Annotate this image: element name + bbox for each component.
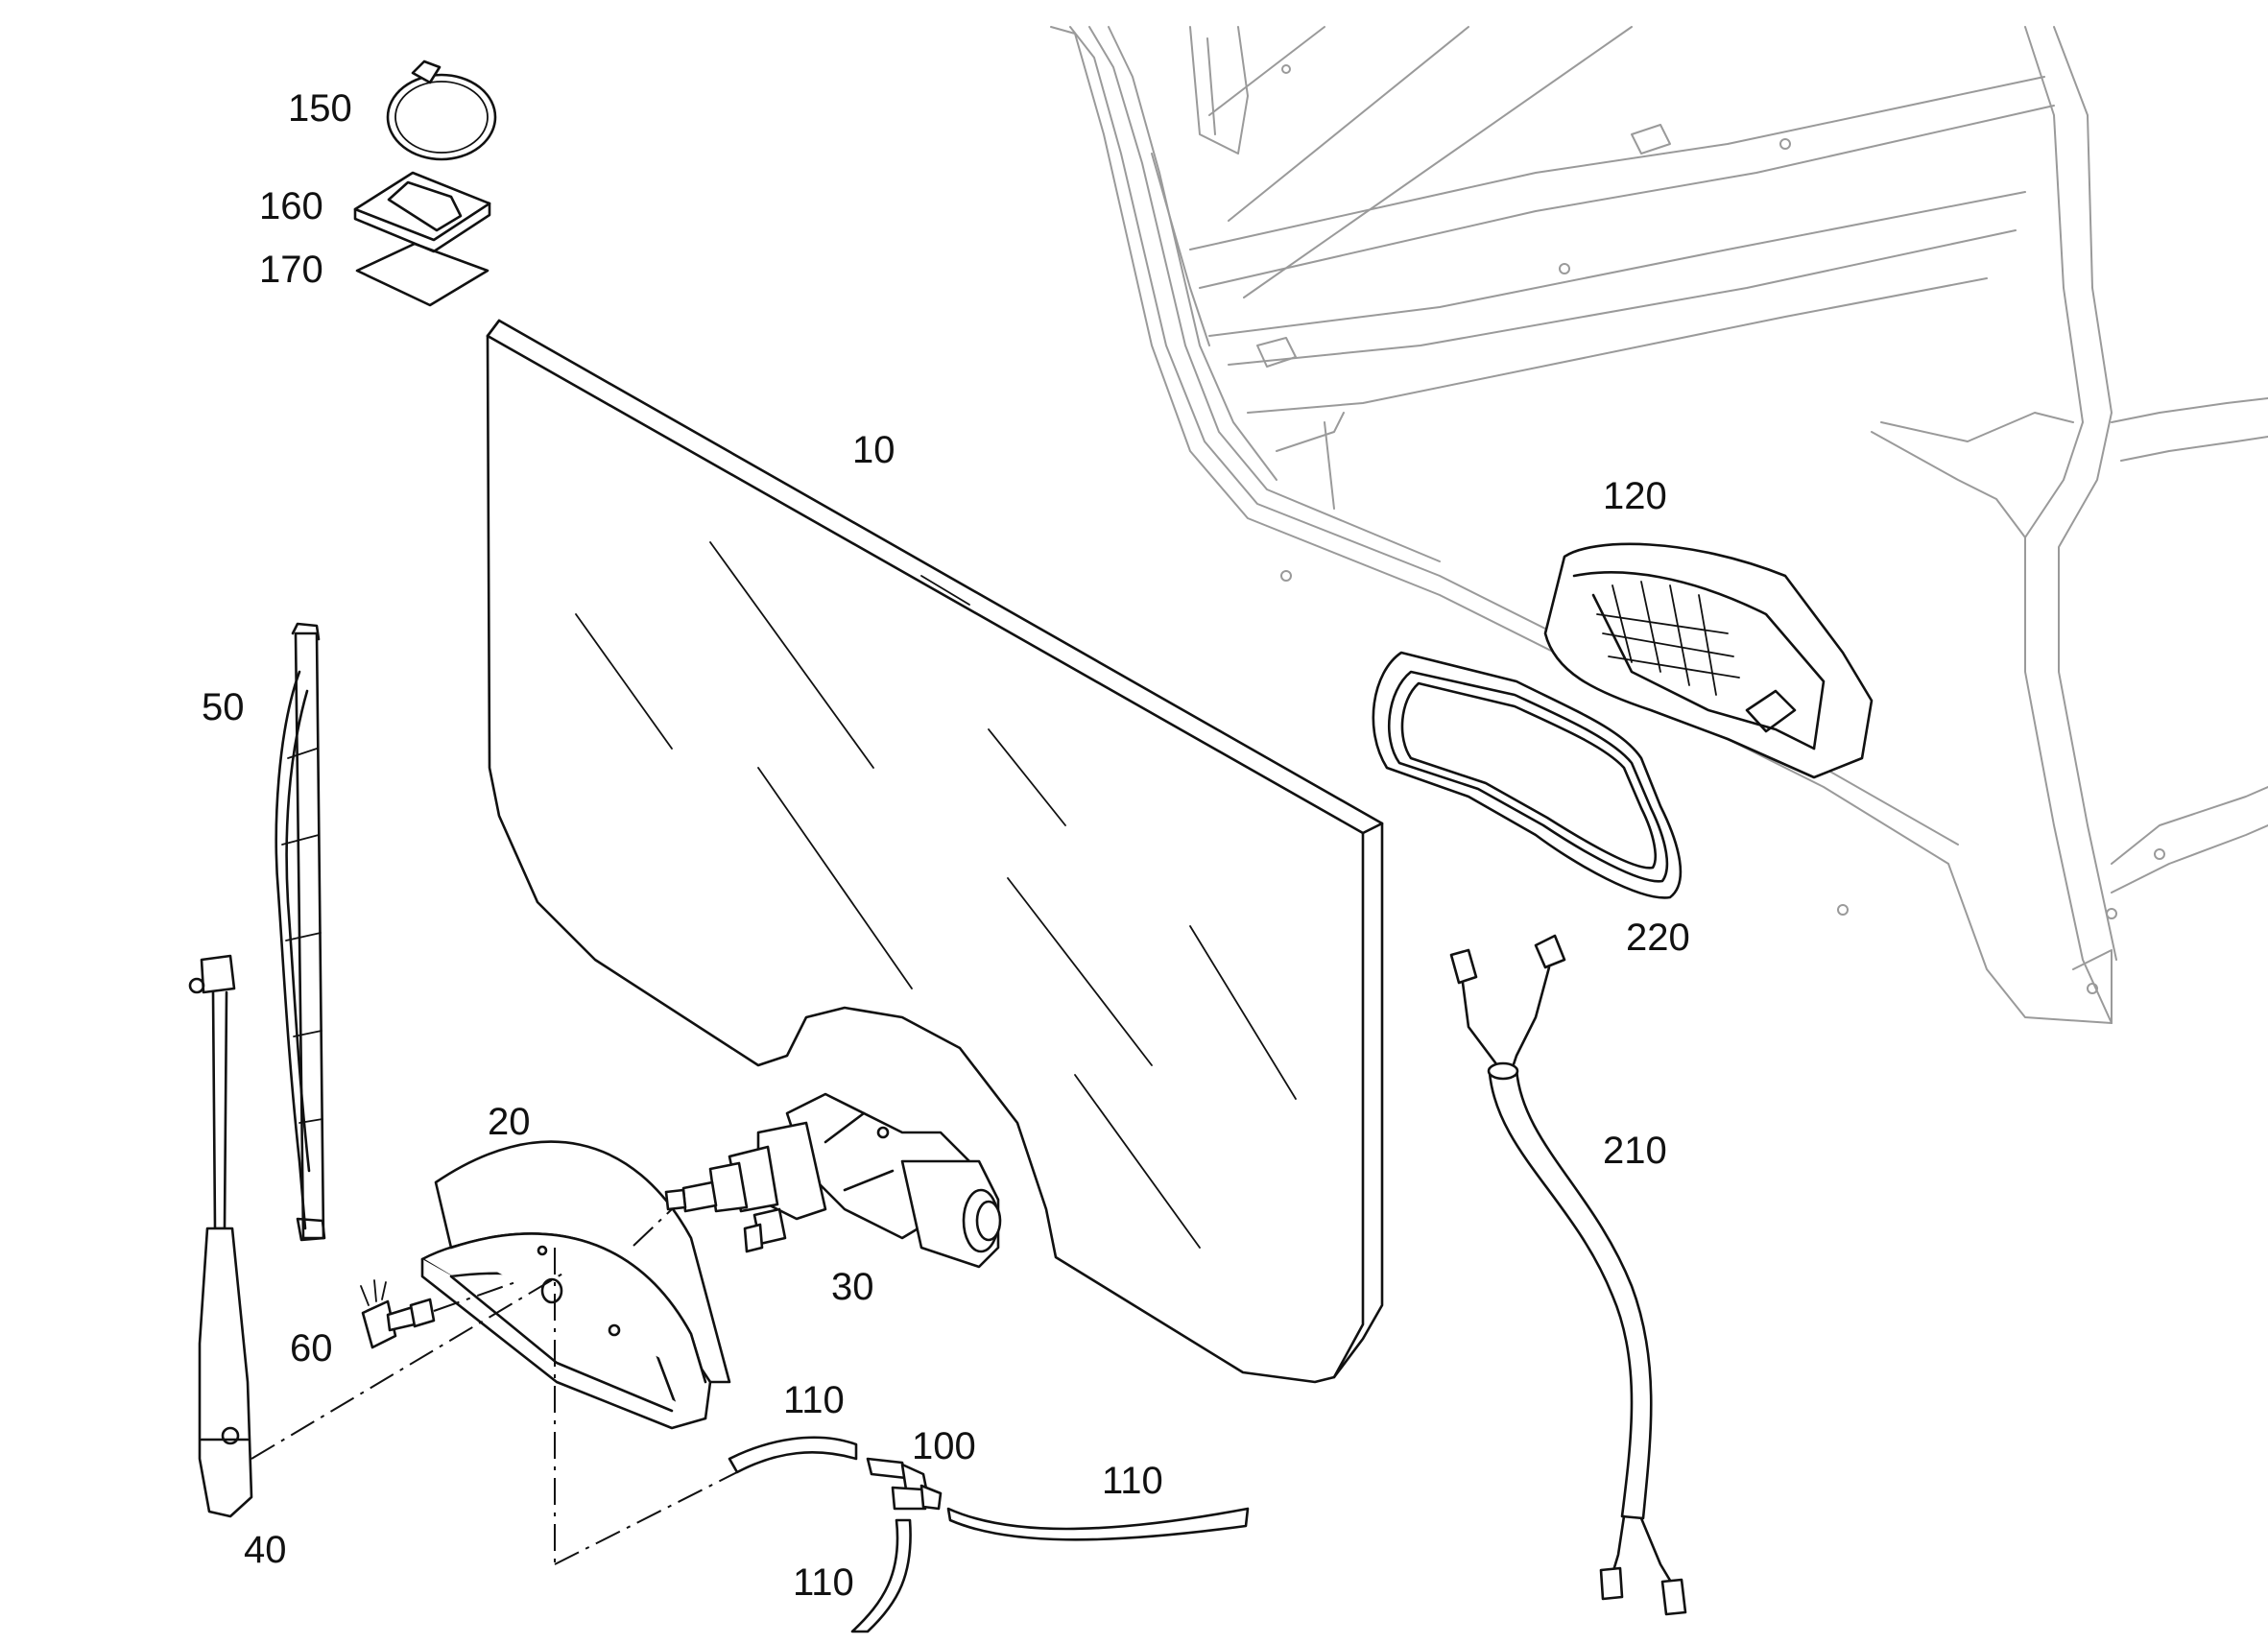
callout-20: 20 xyxy=(488,1101,531,1143)
callout-60: 60 xyxy=(290,1327,333,1370)
cab-door-frame xyxy=(1050,26,2268,1024)
motor-cover-part-20 xyxy=(420,1140,731,1430)
callout-160: 160 xyxy=(259,185,323,227)
callout-110-right: 110 xyxy=(1102,1460,1163,1502)
callout-40: 40 xyxy=(244,1529,287,1571)
cable-harness-part-210 xyxy=(1449,934,1687,1616)
callout-220: 220 xyxy=(1626,917,1690,959)
callout-50: 50 xyxy=(202,686,245,728)
wiper-blade-part-50 xyxy=(275,622,326,1242)
callout-30: 30 xyxy=(831,1266,874,1308)
callout-170: 170 xyxy=(259,249,323,291)
callout-110-bottom: 110 xyxy=(793,1561,854,1604)
washer-hose-part-110-top xyxy=(728,1436,858,1474)
callout-10: 10 xyxy=(852,429,895,471)
mirror-part-120 xyxy=(1543,542,1874,779)
adhesive-pad-part-170 xyxy=(355,242,489,307)
mirror-gasket-part-220 xyxy=(1372,651,1683,899)
assembly-lines xyxy=(251,1208,738,1565)
glass-pane-part-10 xyxy=(486,319,1384,1384)
wiper-arm-part-40 xyxy=(188,954,253,1518)
cable-holder-part-160 xyxy=(353,171,491,253)
washer-hose-part-110-bottom xyxy=(850,1518,912,1633)
callout-120: 120 xyxy=(1603,475,1667,517)
callout-150: 150 xyxy=(288,87,352,130)
t-connector-part-100 xyxy=(866,1457,943,1511)
callout-labels: 10 20 30 40 50 60 100 110 110 110 120 15… xyxy=(202,87,1690,1604)
washer-nozzle-part-60 xyxy=(360,1279,436,1349)
hose-clamp-part-150 xyxy=(386,60,497,161)
callout-110-top: 110 xyxy=(783,1379,845,1421)
callout-100: 100 xyxy=(912,1425,976,1467)
wiper-motor-part-30 xyxy=(664,1092,1002,1269)
callout-210: 210 xyxy=(1603,1130,1667,1172)
washer-hose-part-110-right xyxy=(946,1507,1250,1541)
